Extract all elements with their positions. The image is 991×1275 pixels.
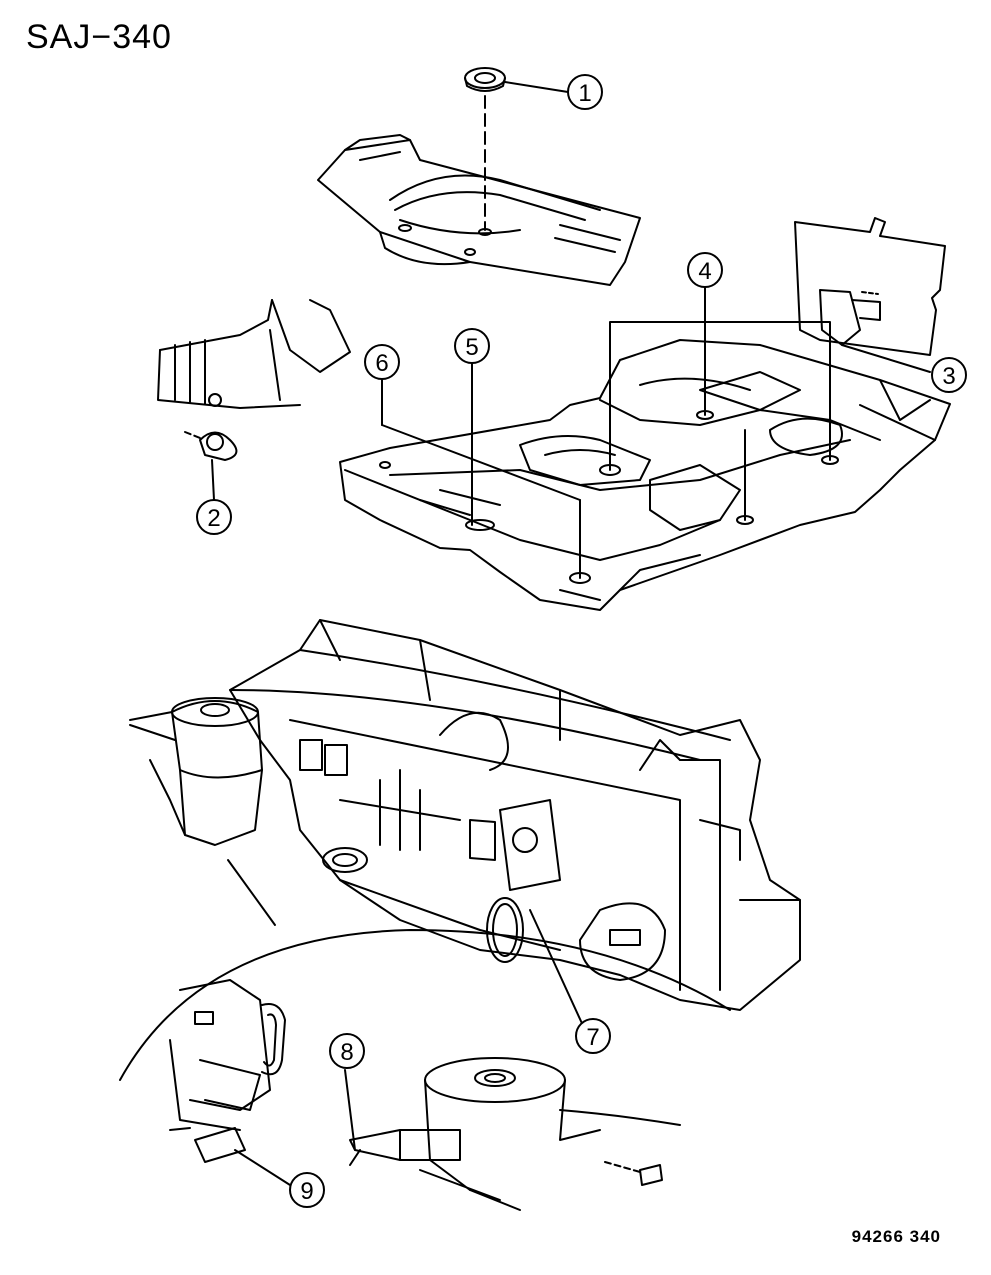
leader-line <box>504 81 569 93</box>
callout-6: 6 <box>364 344 400 380</box>
leader-line <box>344 1069 356 1151</box>
callout-7-label: 7 <box>586 1024 599 1051</box>
screw-part <box>604 1161 663 1186</box>
callout-1-label: 1 <box>578 80 591 107</box>
leader-line <box>841 344 931 373</box>
leader-line <box>234 1149 291 1186</box>
leader-line <box>184 431 201 439</box>
dash-panel <box>229 619 801 1011</box>
structure-line <box>129 711 176 741</box>
callout-6-label: 6 <box>375 350 388 377</box>
callout-3-label: 3 <box>942 363 955 390</box>
clip-part <box>199 431 238 461</box>
callout-8: 8 <box>329 1033 365 1069</box>
detail-circle-arc <box>119 929 731 1081</box>
callout-7: 7 <box>575 1018 611 1054</box>
detail-left-structure <box>169 979 286 1131</box>
callout-9: 9 <box>289 1172 325 1208</box>
callout-4-label: 4 <box>698 258 711 285</box>
body-side-panel <box>157 299 351 409</box>
silencer-pad <box>794 217 946 356</box>
strut-tower <box>149 697 263 846</box>
rear-floor-pan <box>317 134 641 286</box>
leader-line <box>529 909 586 1031</box>
callout-8-label: 8 <box>340 1039 353 1066</box>
detail-connector <box>227 859 276 926</box>
front-floor-pan <box>339 339 951 611</box>
leader-line <box>381 424 581 501</box>
callout-3: 3 <box>931 357 967 393</box>
leader-line <box>211 459 215 501</box>
figure-number: 94266 340 <box>851 1227 941 1246</box>
callout-1: 1 <box>567 74 603 110</box>
plug-part <box>349 1129 501 1201</box>
grommet-part <box>464 67 506 92</box>
callout-2-label: 2 <box>207 505 220 532</box>
callout-4: 4 <box>687 252 723 288</box>
leader-line <box>609 321 831 471</box>
callout-9-label: 9 <box>300 1178 313 1205</box>
callout-5: 5 <box>454 328 490 364</box>
callout-5-label: 5 <box>465 334 478 361</box>
callout-2: 2 <box>196 499 232 535</box>
diagram-title: SAJ−340 <box>26 18 172 56</box>
seal-part <box>169 1127 246 1163</box>
